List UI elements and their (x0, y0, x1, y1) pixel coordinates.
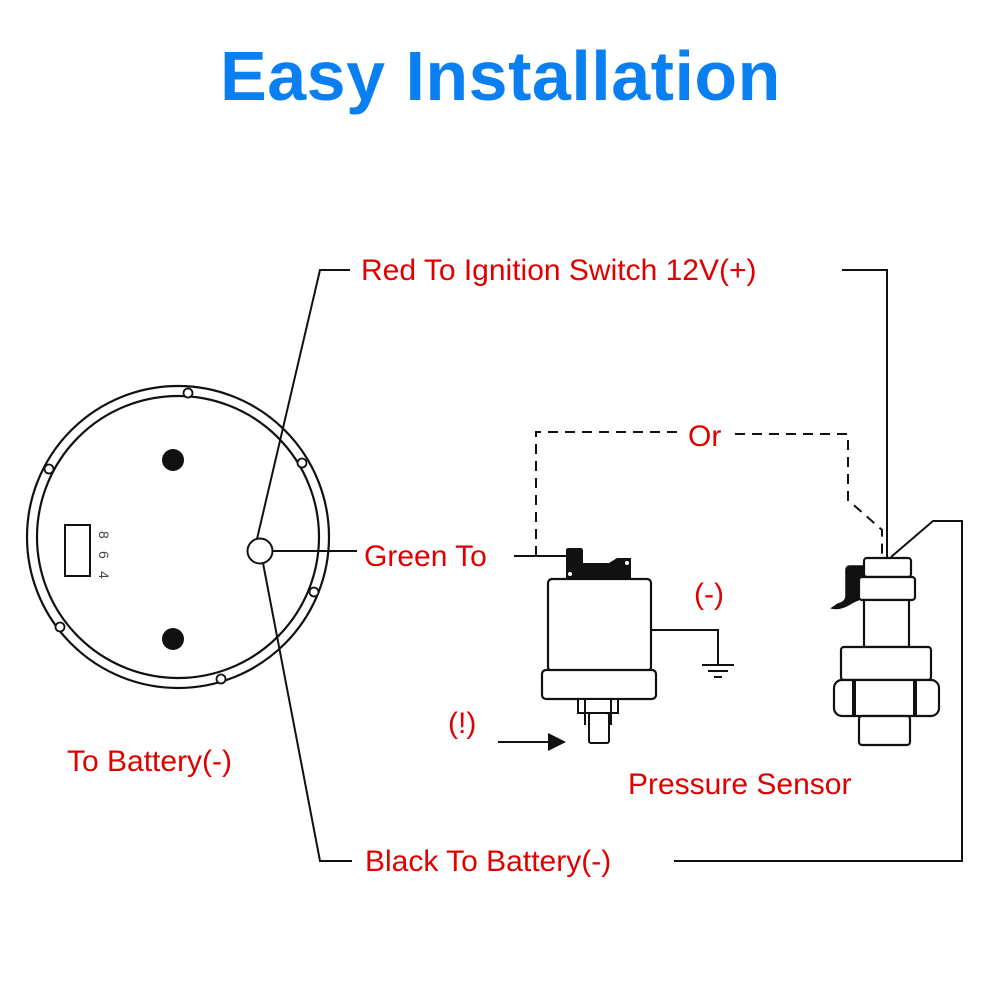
black-wire-label: Black To Battery(-) (365, 845, 611, 878)
ring-hole (215, 673, 227, 685)
page-title: Easy Installation (220, 37, 781, 115)
red-wire-label: Red To Ignition Switch 12V(+) (361, 254, 757, 287)
gauge-stud-top (162, 449, 184, 471)
gauge-ring-holes (43, 387, 320, 685)
ground-wire (651, 629, 719, 665)
terminal-dot (625, 561, 629, 565)
red-wire (256, 269, 350, 540)
warning-arrow-head (548, 733, 566, 751)
dip-digit-6: 6 (96, 551, 112, 559)
red-wire-to-sensor (842, 269, 888, 557)
sensor-cap (862, 556, 913, 579)
ring-hole (308, 586, 320, 598)
gauge-stud-bottom (162, 628, 184, 650)
terminal-dot (568, 572, 572, 576)
dip-switch (64, 524, 91, 577)
ring-hole (182, 387, 194, 399)
warning-label: (!) (448, 707, 476, 740)
dashed-right (735, 433, 883, 557)
sensor-clip (830, 565, 865, 610)
sensor-hex (832, 678, 941, 718)
sensor-port (857, 714, 912, 747)
gauge-outer-ring (25, 384, 331, 690)
or-label: Or (688, 420, 721, 453)
pressure-sensor (830, 556, 941, 747)
gauge-inner-ring (35, 394, 321, 680)
dip-digits: 8 6 4 (96, 531, 112, 579)
sensor-body (839, 645, 933, 682)
pressure-sensor-label: Pressure Sensor (628, 768, 851, 801)
alternate-wire-dashed (535, 431, 883, 557)
ring-hole (43, 463, 55, 475)
gauge-back (25, 384, 331, 690)
black-wire (262, 562, 352, 862)
gauge-connector (246, 537, 274, 565)
switch-hex-nut (540, 668, 658, 701)
sensor-collar (857, 575, 917, 602)
ring-hole (296, 457, 308, 469)
wires (256, 269, 963, 862)
black-wire-to-sensor (674, 520, 963, 862)
green-wire-label: Green To (364, 540, 487, 573)
switch-body (546, 577, 653, 673)
dip-digit-8: 8 (96, 531, 112, 539)
oil-pressure-switch (540, 548, 658, 744)
sensor-neck (862, 598, 911, 649)
ring-hole (54, 621, 66, 633)
dip-digit-4: 4 (96, 571, 112, 579)
dashed-left (535, 431, 680, 556)
switch-terminal (566, 548, 631, 579)
to-battery-label: To Battery(-) (67, 745, 232, 778)
ground-label: (-) (694, 578, 724, 611)
switch-tip (588, 712, 610, 744)
